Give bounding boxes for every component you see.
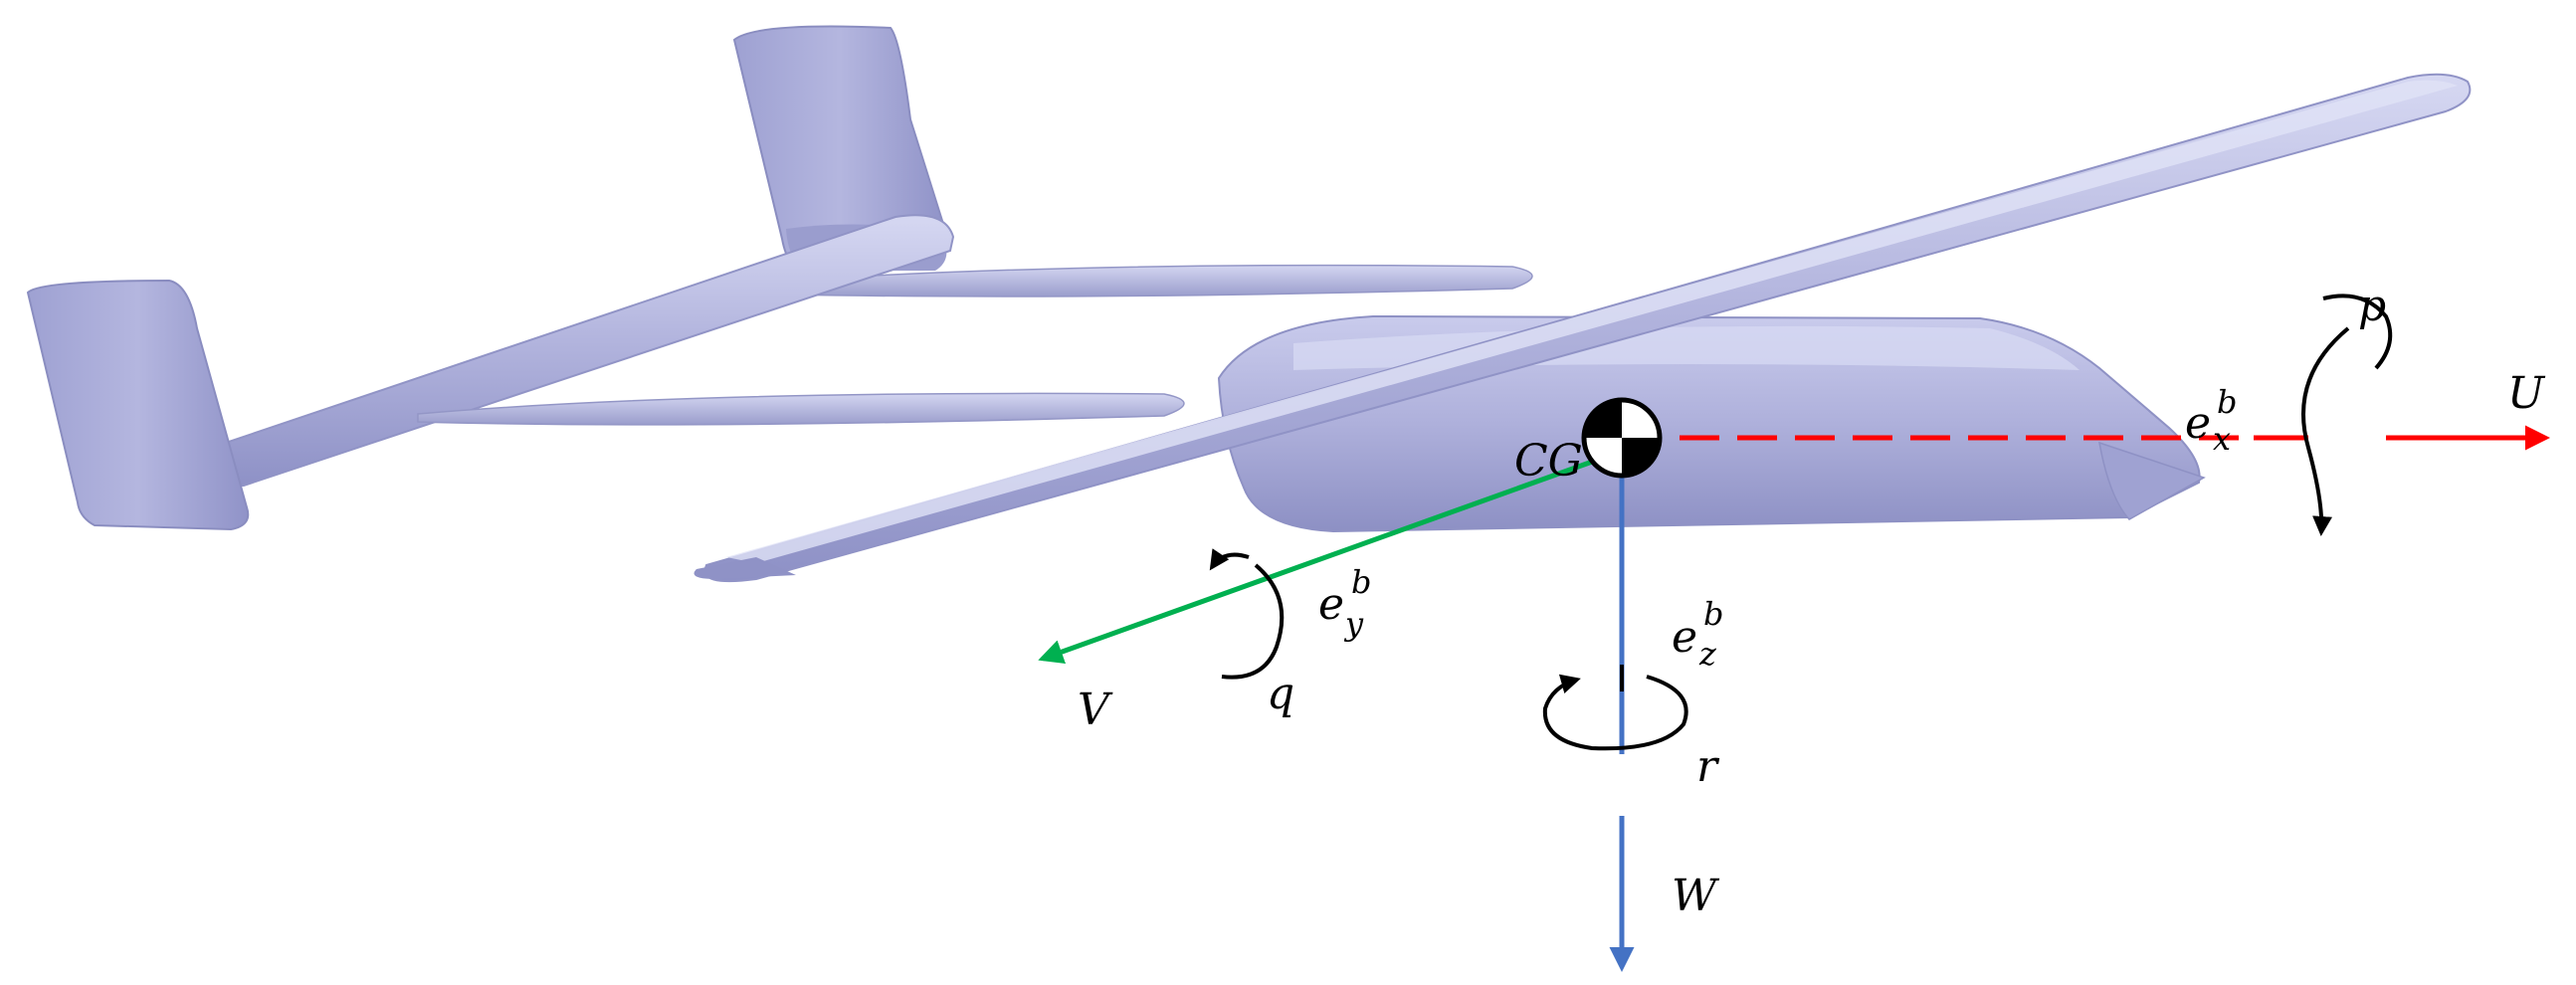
rotation-arrows [1209,294,2393,751]
ex-sup: b [2217,383,2237,421]
horizontal-stabilizer [216,214,955,488]
r-label: r [1696,741,1720,792]
main-wing-highlight [726,80,2458,564]
pitch-rotation-arrow-head [1209,548,1250,571]
p-label: p [2358,281,2386,331]
left-vertical-fin [26,279,250,531]
cg-label: CG [1514,436,1583,487]
y-axis-arrow-V [1038,453,1610,665]
ey-label: e [1318,579,1344,630]
body-axes [1038,425,2550,972]
roll-rotation-arrow-top [2322,294,2393,370]
ex-sub: x [2213,420,2231,458]
yaw-rotation-arrow [1542,674,1688,751]
lower-tail-boom [417,392,1185,426]
cg-symbol [1581,397,1663,479]
aircraft [26,25,2472,583]
labels: CG e b x e b y e b z U V W p q r [1078,281,2546,921]
upper-tail-boom [785,264,1533,297]
main-wing-tip [694,557,796,579]
pitch-rotation-arrow [1221,563,1285,680]
v-label: V [1078,685,1113,735]
roll-rotation-arrow [2301,326,2350,536]
ex-label: e [2185,398,2211,449]
w-label: W [1672,871,1720,921]
q-label: q [1267,669,1294,719]
u-label: U [2507,368,2546,419]
ey-sup: b [1351,563,1371,601]
ez-label: e [1672,612,1697,663]
ez-sub: z [1698,635,1717,673]
fuselage-nose [2098,441,2206,520]
ez-sup: b [1703,595,1723,633]
ey-sub: y [1343,605,1364,643]
